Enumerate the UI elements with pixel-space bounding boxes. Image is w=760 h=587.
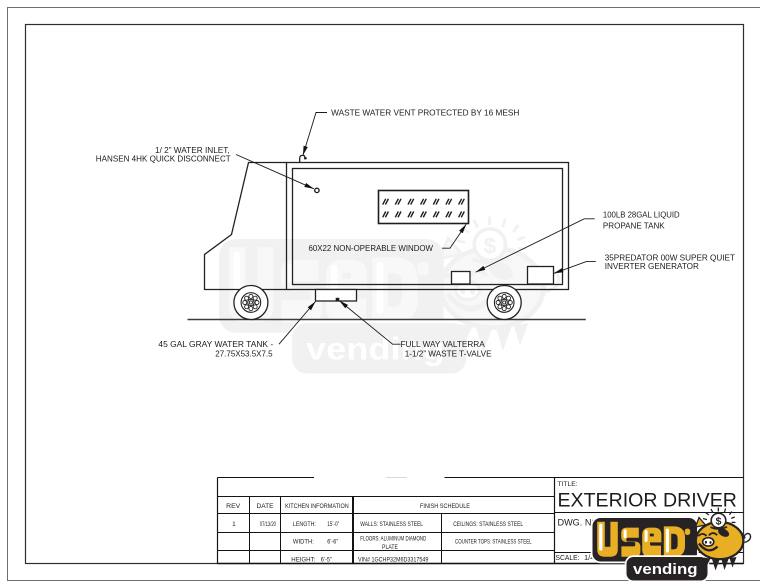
svg-text:TITLE:: TITLE: xyxy=(558,481,578,488)
svg-text:1-1/2” WASTE T-VALVE: 1-1/2” WASTE T-VALVE xyxy=(405,350,492,359)
svg-text:6’-6”: 6’-6” xyxy=(327,539,338,546)
svg-text:FINISH SCHEDULE: FINISH SCHEDULE xyxy=(420,503,471,510)
svg-text:100LB 28GAL LIQUID: 100LB 28GAL LIQUID xyxy=(603,211,680,220)
svg-text:DWG. NO: DWG. NO xyxy=(558,518,599,529)
svg-text:WALLS: STAINLESS STEEL: WALLS: STAINLESS STEEL xyxy=(360,521,423,528)
svg-text:1/4: 1/4 xyxy=(584,553,594,562)
svg-text:PLATE: PLATE xyxy=(382,544,399,551)
svg-text:PROPANE TANK: PROPANE TANK xyxy=(603,221,665,230)
svg-text:1: 1 xyxy=(232,521,236,528)
svg-text:KITCHEN INFORMATION: KITCHEN INFORMATION xyxy=(285,503,349,510)
svg-text:07/13/20: 07/13/20 xyxy=(260,521,276,528)
svg-text:FLOORS: ALUMINUM DIAMOND: FLOORS: ALUMINUM DIAMOND xyxy=(360,536,426,543)
svg-text:INVERTER GENERATOR: INVERTER GENERATOR xyxy=(605,262,699,271)
svg-text:1/ 2” WATER INLET,: 1/ 2” WATER INLET, xyxy=(155,146,230,155)
svg-text:27.75X53.5X7.5: 27.75X53.5X7.5 xyxy=(215,350,273,359)
svg-text:35PREDATOR 00W SUPER QUIET: 35PREDATOR 00W SUPER QUIET xyxy=(605,253,735,262)
svg-text:EXTERIOR DRIVER: EXTERIOR DRIVER xyxy=(558,490,737,511)
svg-text:FULL WAY VALTERRA: FULL WAY VALTERRA xyxy=(401,340,486,349)
svg-text:45 GAL GRAY WATER TANK -: 45 GAL GRAY WATER TANK - xyxy=(158,340,273,349)
svg-text:COUNTER TOPS: STAINLESS STEEL: COUNTER TOPS: STAINLESS STEEL xyxy=(455,539,532,546)
svg-text:REV: REV xyxy=(226,503,241,510)
svg-text:HANSEN 4HK QUICK DISCONNECT: HANSEN 4HK QUICK DISCONNECT xyxy=(96,155,231,164)
svg-text:6’-5”: 6’-5” xyxy=(321,556,332,563)
svg-text:DATE: DATE xyxy=(257,503,275,510)
svg-text:WASTE WATER VENT PROTECTED BY: WASTE WATER VENT PROTECTED BY 16 MESH xyxy=(331,109,519,118)
svg-text:WIDTH:: WIDTH: xyxy=(293,539,314,546)
svg-text:60X22 NON-OPERABLE WINDOW: 60X22 NON-OPERABLE WINDOW xyxy=(309,244,434,253)
svg-text:VIN# 1GCHP32M6D3317549: VIN# 1GCHP32M6D3317549 xyxy=(358,557,429,563)
svg-text:HEIGHT:: HEIGHT: xyxy=(291,556,315,563)
svg-text:CEILINGS: STAINLESS STEEL: CEILINGS: STAINLESS STEEL xyxy=(453,521,523,528)
svg-text:SCALE:: SCALE: xyxy=(556,553,580,562)
svg-text:LENGTH:: LENGTH: xyxy=(293,521,316,528)
svg-text:15’-0”: 15’-0” xyxy=(327,521,339,528)
